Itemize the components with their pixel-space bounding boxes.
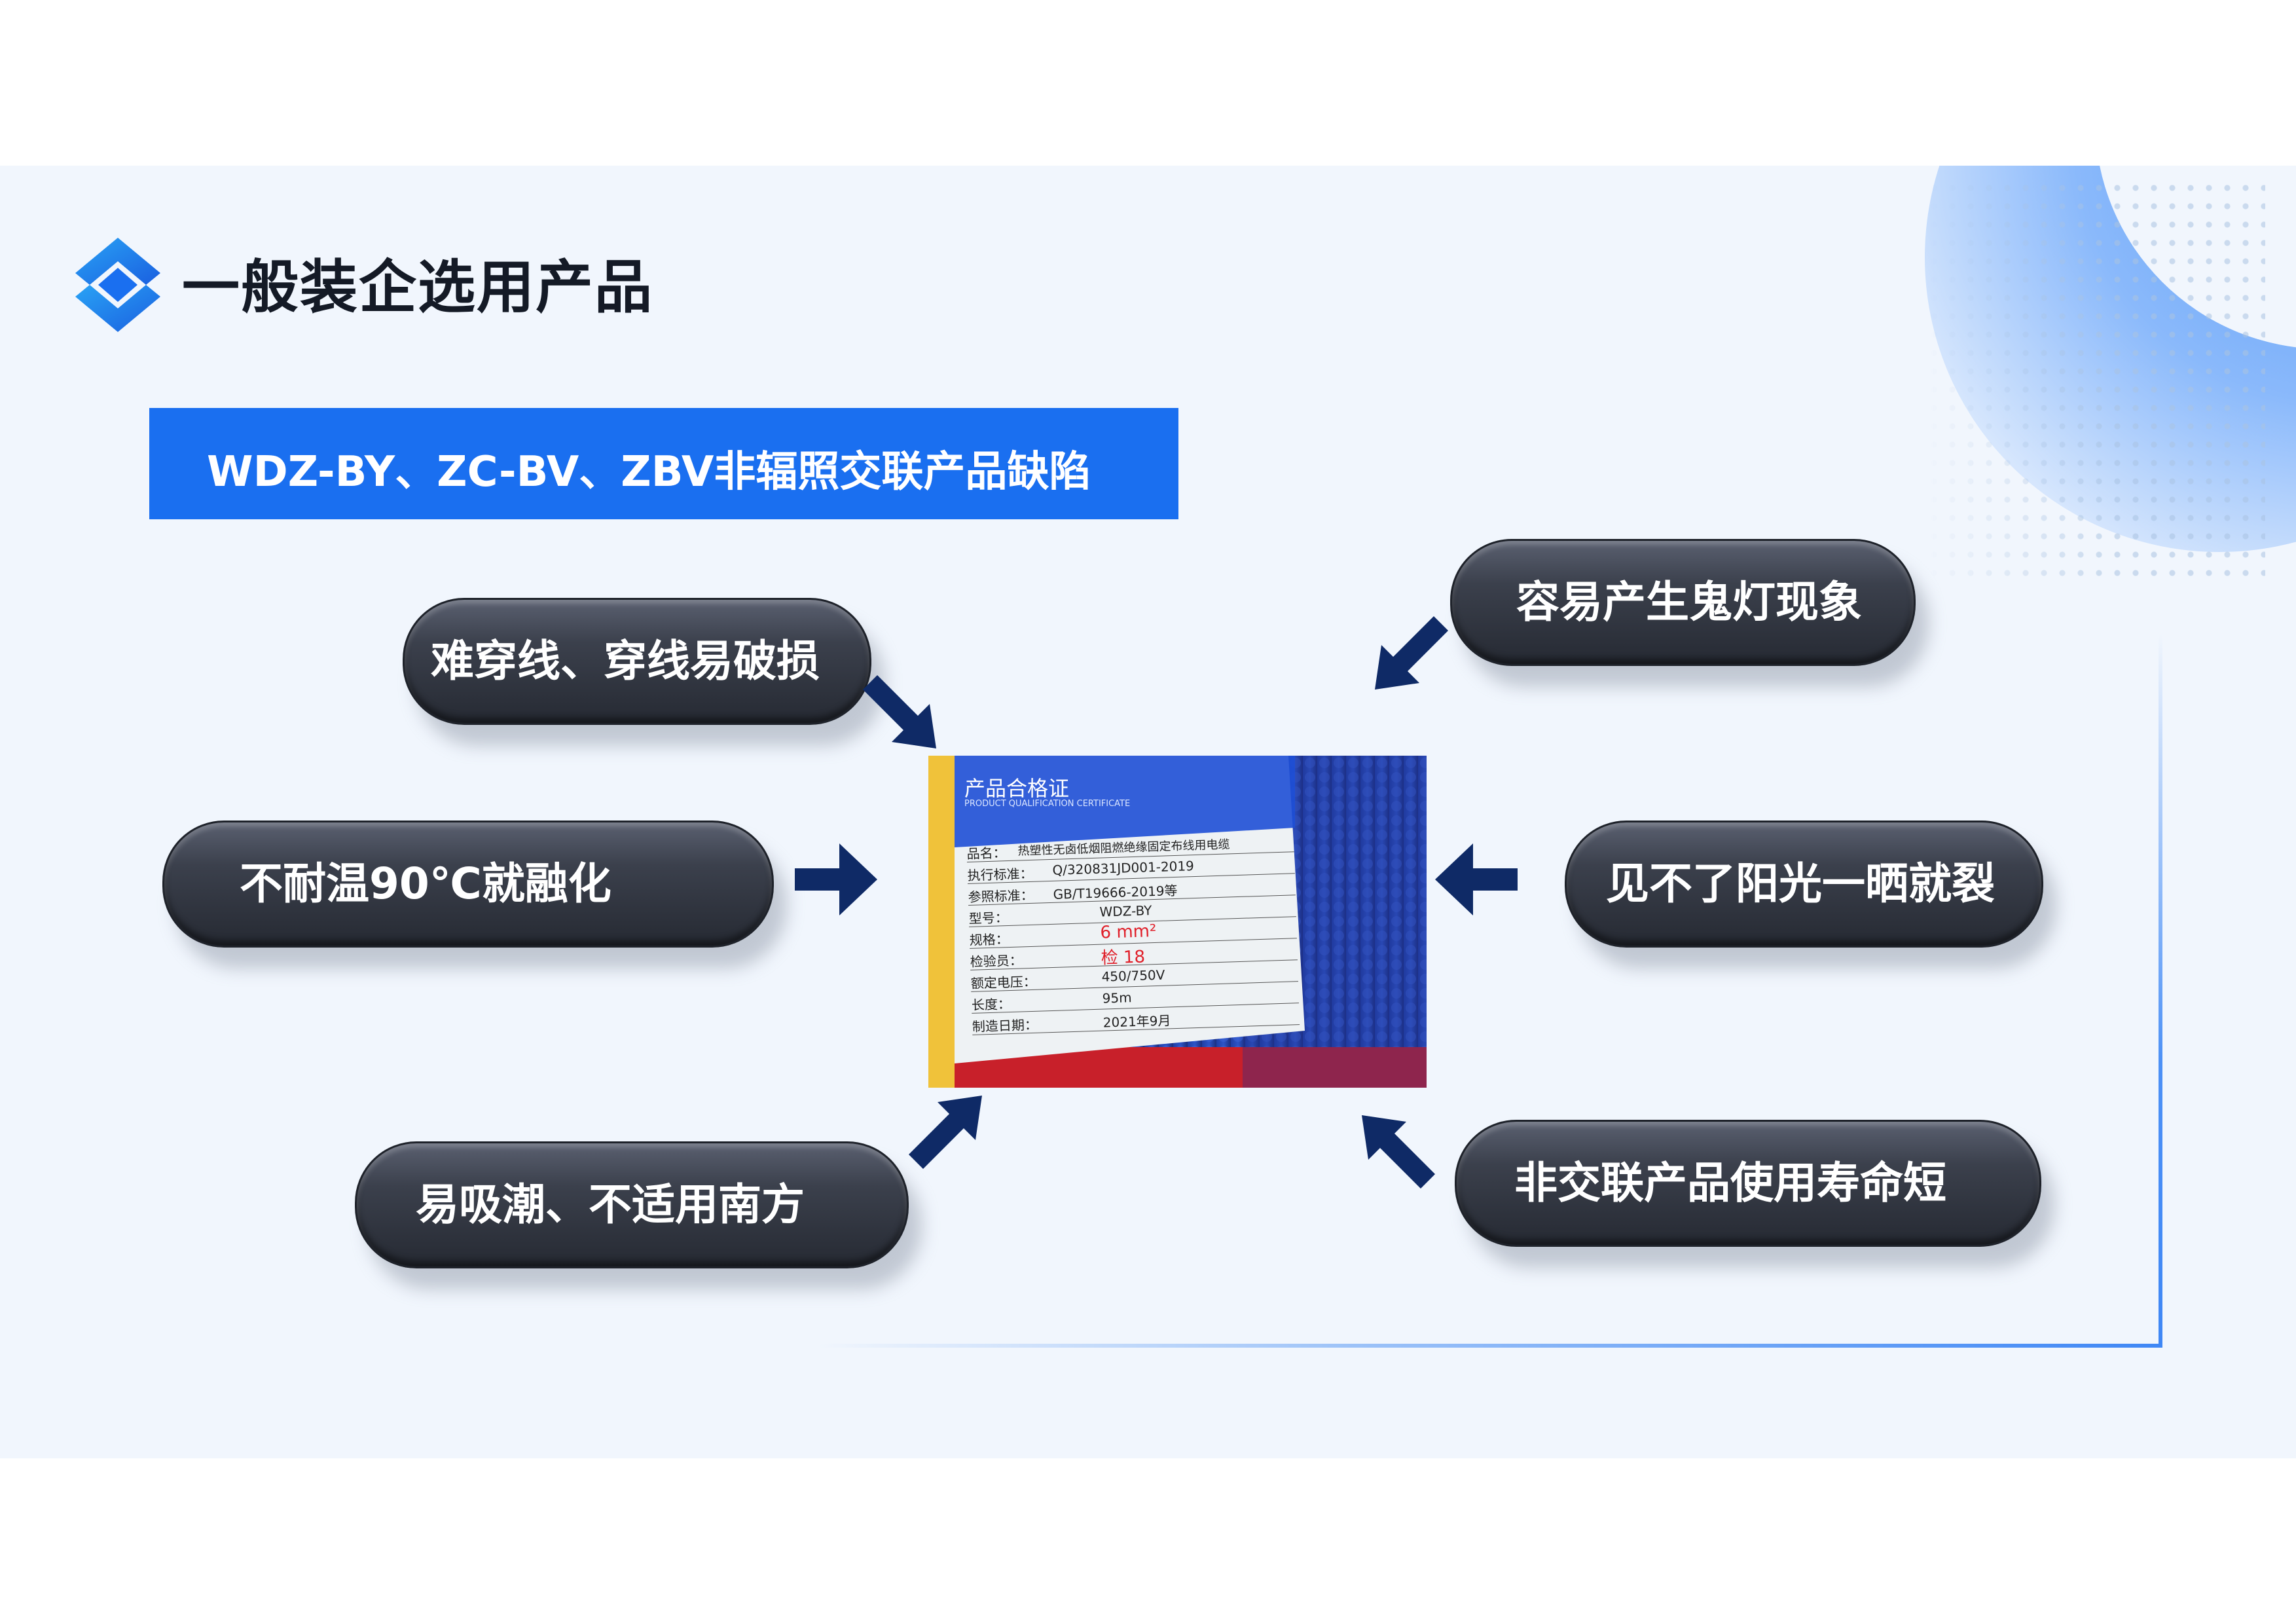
certificate-row-value: 6 mm² <box>1100 921 1157 943</box>
arrow-left-icon <box>1435 843 1518 915</box>
certificate-row-value: WDZ-BY <box>1099 902 1152 920</box>
page-title: 一般装企选用产品 <box>182 253 654 321</box>
certificate-rows: 品名：热塑性无卤低烟阻燃绝缘固定布线用电缆执行标准：Q/320831JD001-… <box>966 830 1300 1035</box>
certificate-row-label: 品名： <box>966 845 1006 862</box>
defect-pill-middle-right: 见不了阳光一晒就裂 <box>1565 821 2043 948</box>
certificate-row-label: 参照标准： <box>968 887 1034 905</box>
defect-text: 易吸潮、不适用南方 <box>416 1179 805 1230</box>
arrow-right-icon <box>795 843 877 915</box>
certificate-title: 产品合格证 <box>964 776 1070 801</box>
defect-text: 不耐温90℃就融化 <box>240 858 611 909</box>
product-photo: 产品合格证 PRODUCT QUALIFICATION CERTIFICATE … <box>928 756 1427 1088</box>
arrow-up-right-icon <box>909 1096 982 1169</box>
certificate-row-label: 额定电压： <box>970 973 1037 991</box>
defect-pill-bottom-left: 易吸潮、不适用南方 <box>355 1141 909 1268</box>
decorative-dot-grid <box>1925 179 2265 585</box>
section-banner: WDZ-BY、ZC-BV、ZBV非辐照交联产品缺陷 <box>149 408 1178 519</box>
certificate-row-value: 450/750V <box>1101 967 1165 985</box>
arrow-up-left-icon <box>1362 1115 1435 1189</box>
certificate-row-label: 检验员： <box>970 952 1023 970</box>
banner-text: WDZ-BY、ZC-BV、ZBV非辐照交联产品缺陷 <box>207 448 1091 496</box>
decorative-frame-horizontal <box>818 1344 2162 1348</box>
slide: 一般装企选用产品 WDZ-BY、ZC-BV、ZBV非辐照交联产品缺陷 难穿线、穿… <box>0 166 2296 1458</box>
certificate-row-label: 型号： <box>968 910 1009 927</box>
defect-pill-middle-left: 不耐温90℃就融化 <box>162 821 774 948</box>
defect-text: 见不了阳光一晒就裂 <box>1606 858 1995 909</box>
certificate-row-value: 95m <box>1102 989 1132 1006</box>
diamond-layers-logo-icon <box>75 238 160 332</box>
certificate-row-value: 2021年9月 <box>1102 1012 1171 1031</box>
arrow-down-left-icon <box>1375 616 1448 690</box>
arrow-down-right-icon <box>863 675 936 748</box>
defect-pill-top-right: 容易产生鬼灯现象 <box>1450 539 1916 666</box>
defect-pill-bottom-right: 非交联产品使用寿命短 <box>1455 1120 2041 1247</box>
defect-text: 难穿线、穿线易破损 <box>431 636 820 686</box>
certificate-row-value: Q/320831JD001-2019 <box>1052 858 1195 878</box>
certificate-row-label: 制造日期： <box>972 1016 1038 1035</box>
certificate-row-label: 规格： <box>969 931 1010 948</box>
certificate-subtitle: PRODUCT QUALIFICATION CERTIFICATE <box>964 799 1131 809</box>
defect-text: 容易产生鬼灯现象 <box>1516 577 1862 627</box>
defect-text: 非交联产品使用寿命短 <box>1514 1158 1946 1208</box>
defect-pill-top-left: 难穿线、穿线易破损 <box>403 598 871 725</box>
certificate-row-label: 长度： <box>971 995 1011 1013</box>
decorative-frame-vertical <box>2159 634 2162 1348</box>
certificate-row-label: 执行标准： <box>967 865 1033 883</box>
